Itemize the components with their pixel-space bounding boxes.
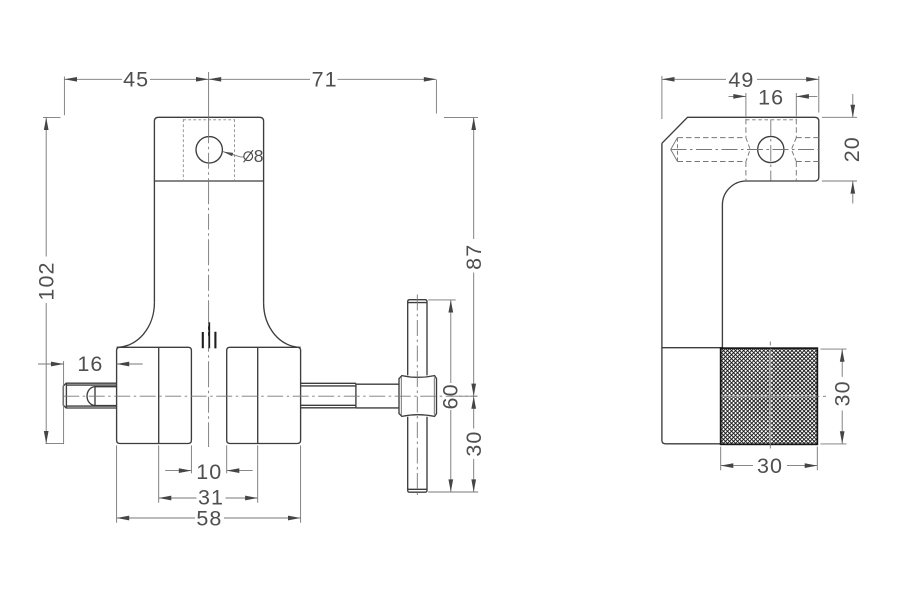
- svg-text:8: 8: [254, 146, 264, 166]
- svg-text:87: 87: [462, 244, 486, 270]
- svg-text:20: 20: [840, 136, 864, 162]
- svg-text:45: 45: [123, 68, 149, 92]
- svg-text:71: 71: [312, 68, 338, 92]
- svg-text:58: 58: [196, 506, 222, 530]
- svg-text:31: 31: [198, 485, 224, 509]
- svg-text:16: 16: [77, 352, 103, 376]
- svg-text:30: 30: [831, 380, 855, 406]
- svg-text:16: 16: [758, 85, 784, 109]
- svg-text:60: 60: [439, 383, 463, 409]
- svg-text:49: 49: [728, 68, 754, 92]
- svg-text:102: 102: [34, 261, 58, 300]
- svg-text:30: 30: [757, 454, 783, 478]
- svg-text:10: 10: [196, 460, 222, 484]
- svg-text:30: 30: [462, 431, 486, 457]
